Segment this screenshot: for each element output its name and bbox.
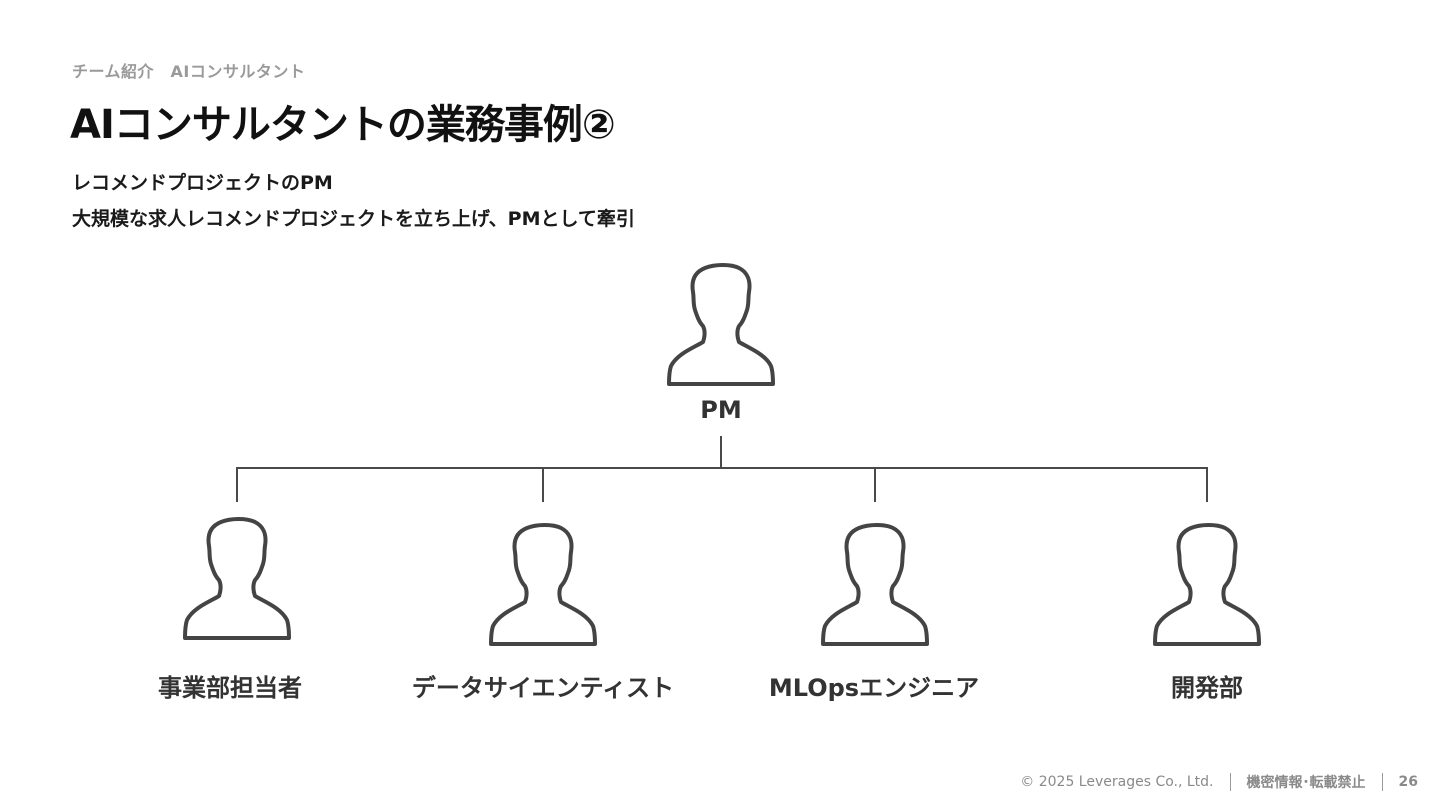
- person-icon: [665, 262, 777, 388]
- footer-divider: [1229, 773, 1231, 791]
- copyright-text: © 2025 Leverages Co., Ltd.: [1020, 774, 1214, 790]
- person-icon: [1151, 522, 1263, 648]
- connector-horizontal: [236, 467, 1208, 469]
- child-role-label: MLOpsエンジニア: [768, 674, 980, 702]
- subtitle-line-1: レコメンドプロジェクトのPM: [72, 172, 333, 194]
- footer: © 2025 Leverages Co., Ltd. 機密情報･転載禁止 26: [1020, 772, 1418, 792]
- page-number: 26: [1398, 774, 1418, 790]
- breadcrumb: チーム紹介 AIコンサルタント: [72, 62, 306, 81]
- child-role-label: データサイエンティスト: [411, 674, 675, 702]
- connector-child-2: [542, 467, 544, 502]
- person-icon: [487, 522, 599, 648]
- child-role-label: 開発部: [1171, 674, 1243, 702]
- connector-root-vertical: [720, 436, 722, 469]
- person-icon: [819, 522, 931, 648]
- connector-child-4: [1206, 467, 1208, 502]
- subtitle-line-2: 大規模な求人レコメンドプロジェクトを立ち上げ、PMとして牽引: [72, 208, 635, 230]
- child-role-label: 事業部担当者: [158, 674, 302, 702]
- page-title: AIコンサルタントの業務事例②: [70, 102, 616, 148]
- root-role-label: PM: [700, 396, 742, 424]
- person-icon: [181, 516, 293, 642]
- footer-divider: [1381, 773, 1383, 791]
- confidential-notice: 機密情報･転載禁止: [1246, 775, 1366, 791]
- connector-child-3: [874, 467, 876, 502]
- connector-child-1: [236, 467, 238, 502]
